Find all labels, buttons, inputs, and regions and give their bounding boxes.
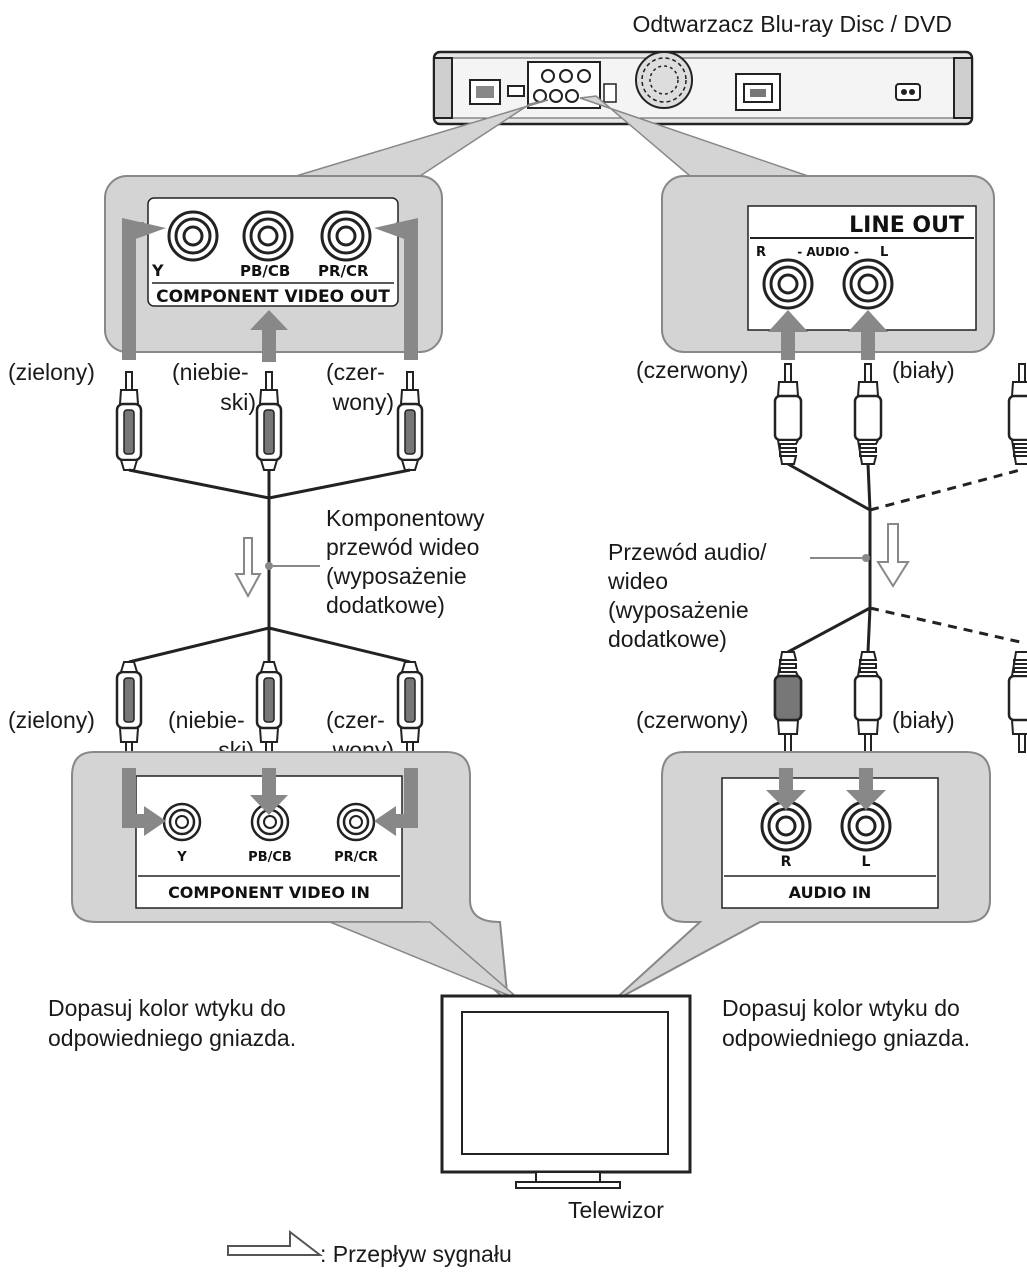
audio-caption-4: dodatkowe) — [608, 626, 727, 652]
component-caption-3: (wyposażenie — [326, 563, 467, 589]
component-out-title: COMPONENT VIDEO OUT — [156, 287, 390, 307]
bluray-player — [432, 50, 974, 126]
plug-red-top — [396, 370, 424, 472]
label-blue-bottom-1: (niebie- — [168, 707, 245, 733]
label-green-top: (zielony) — [8, 359, 95, 385]
component-cable — [128, 468, 411, 664]
jack-pb-out-label: PB/CB — [240, 262, 290, 280]
tv-icon — [440, 994, 692, 1189]
audio-cable — [787, 462, 872, 654]
component-in-title: COMPONENT VIDEO IN — [168, 883, 370, 902]
label-blue-top-1: (niebie- — [172, 359, 249, 385]
jack-pr-out-label: PR/CR — [318, 262, 369, 280]
line-out-arrows — [768, 310, 888, 360]
plug-green-top — [115, 370, 143, 472]
jack-y-in-label: Y — [176, 850, 187, 865]
signal-flow-legend-icon — [227, 1229, 323, 1256]
plug-video-bottom — [1007, 650, 1027, 754]
note-right-2: odpowiedniego gniazda. — [722, 1025, 970, 1051]
audio-caption-2: wideo — [607, 568, 668, 594]
legend-signal-flow: : Przepływ sygnału — [320, 1241, 512, 1267]
signal-flow-arrow-left — [234, 537, 262, 599]
note-right-1: Dopasuj kolor wtyku do — [722, 995, 960, 1021]
plug-red-bottom — [396, 660, 424, 762]
label-green-bottom: (zielony) — [8, 707, 95, 733]
label-red-top-2: wony) — [332, 389, 394, 415]
label-red-bottom-1: (czer- — [326, 707, 385, 733]
label-red-bottom-audio: (czerwony) — [636, 707, 748, 733]
audio-in-l-label: L — [862, 854, 871, 870]
plug-blue-top — [255, 370, 283, 472]
tv-label: Telewizor — [568, 1197, 664, 1223]
line-out-r-label: R — [756, 245, 766, 260]
component-caption-1: Komponentowy — [326, 505, 485, 531]
component-out-arrows — [122, 218, 418, 362]
label-red-top-1: (czer- — [326, 359, 385, 385]
audio-in-arrows — [766, 768, 886, 810]
jack-y-out — [167, 210, 219, 262]
plug-white-bottom-audio — [853, 650, 883, 754]
jack-r-out — [762, 258, 814, 310]
line-out-audio-label: - AUDIO - — [797, 245, 859, 259]
line-out-l-label: L — [880, 245, 888, 260]
component-caption-2: przewód wideo — [326, 534, 479, 560]
jack-y-out-label: Y — [151, 261, 164, 280]
note-left-1: Dopasuj kolor wtyku do — [48, 995, 286, 1021]
label-white-top-audio: (biały) — [892, 357, 955, 383]
line-out-panel: LINE OUT R - AUDIO - L — [661, 175, 995, 353]
component-out-panel: Y PB/CB PR/CR COMPONENT VIDEO OUT — [104, 175, 443, 353]
line-out-title: LINE OUT — [849, 213, 964, 238]
plug-red-bottom-audio — [773, 650, 803, 754]
plug-blue-bottom — [255, 660, 283, 762]
note-left-2: odpowiedniego gniazda. — [48, 1025, 296, 1051]
player-label: Odtwarzacz Blu-ray Disc / DVD — [632, 11, 952, 37]
label-white-bottom-audio: (biały) — [892, 707, 955, 733]
audio-in-r-label: R — [781, 854, 792, 870]
jack-pb-in-label: PB/CB — [248, 850, 292, 865]
plug-white-top-audio — [853, 362, 883, 466]
plug-green-bottom — [115, 660, 143, 762]
audio-caption-3: (wyposażenie — [608, 597, 749, 623]
audio-in-panel: R L AUDIO IN — [611, 751, 991, 1003]
jack-pb-out — [242, 210, 294, 262]
jack-pr-in-label: PR/CR — [334, 850, 378, 865]
jack-l-out — [842, 258, 894, 310]
audio-in-title: AUDIO IN — [789, 883, 872, 902]
label-blue-top-2: ski) — [220, 389, 256, 415]
jack-pr-in — [336, 802, 376, 842]
plug-red-top-audio — [773, 362, 803, 466]
label-red-top-audio: (czerwony) — [636, 357, 748, 383]
component-caption-4: dodatkowe) — [326, 592, 445, 618]
jack-y-in — [162, 802, 202, 842]
component-in-arrows — [122, 768, 418, 836]
jack-pr-out — [320, 210, 372, 262]
audio-caption-1: Przewód audio/ — [608, 539, 767, 565]
signal-flow-arrow-right — [876, 523, 910, 588]
plug-video-top — [1007, 362, 1027, 466]
